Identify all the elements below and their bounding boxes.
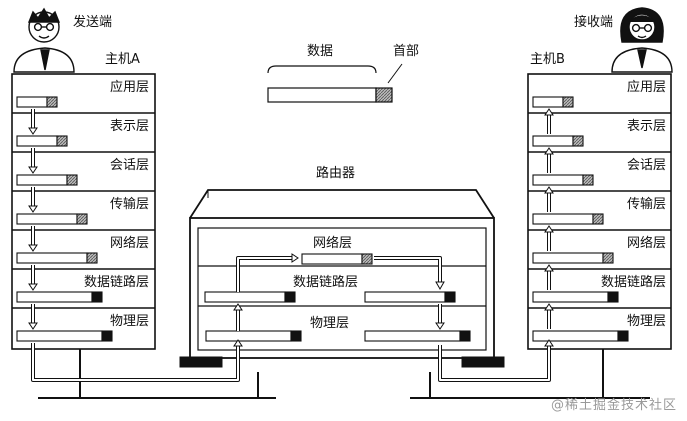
host-b-packet-1-header-0 (572, 135, 584, 147)
host-a-layer-presentation: 表示层 (109, 119, 149, 134)
host-a-packet-0-body (16, 96, 48, 108)
host-b-packet-4-body (532, 252, 604, 264)
sender-label: 发送端 (73, 15, 113, 30)
host-a-packet-1-body (16, 135, 58, 147)
router-up-pipe-core (237, 257, 292, 292)
router-network-packet-header-0 (361, 253, 373, 265)
router-box (179, 189, 505, 368)
router-layer-physical: 物理层 (310, 316, 350, 331)
host-b-packet-2-header-0 (582, 174, 594, 186)
receiver-person-icon (611, 7, 673, 73)
data-label: 数据 (307, 44, 334, 59)
host-a-layer-transport: 传输层 (109, 197, 149, 212)
host-b-layer-datalink: 数据链路层 (600, 275, 666, 290)
router-network-packet-body (301, 253, 363, 265)
router-label: 路由器 (316, 166, 356, 181)
host-b-packet-2-body (532, 174, 584, 186)
host-a-packet-5-body (16, 291, 93, 303)
router-out-datalink-packet-header-0 (444, 291, 456, 303)
cable-right-head (544, 339, 554, 347)
host-a-packet-2-header-0 (66, 174, 78, 186)
cable-left-head (233, 339, 243, 347)
host-b-packet-3-header-0 (592, 213, 604, 225)
host-a-arrow-4-head (28, 283, 38, 291)
router-up-pipe-outline (236, 256, 292, 292)
host-a-packet-5-header-0 (91, 291, 103, 303)
host-a-arrow-2-head (28, 205, 38, 213)
host-b-packet-6-header-0 (617, 330, 629, 342)
watermark: @稀土掘金技术社区 (550, 398, 677, 413)
host-b-arrow-2-head (544, 186, 554, 194)
sender-person-icon (13, 7, 75, 73)
host-b-layer-session: 会话层 (626, 158, 666, 173)
receiver-label: 接收端 (574, 15, 614, 30)
host-a-packet-2-body (16, 174, 68, 186)
host-a-layer-physical: 物理层 (109, 314, 149, 329)
packets-and-arrows (16, 96, 629, 382)
host-b-packet-5-header-0 (607, 291, 619, 303)
header-label: 首部 (393, 44, 420, 59)
router-down-head (435, 281, 445, 291)
router-up-head (291, 253, 299, 263)
router-out-physical-packet-body (364, 330, 461, 342)
host-a-label: 主机A (105, 52, 140, 67)
host-b-label: 主机B (530, 52, 565, 67)
host-b-packet-0-body (532, 96, 564, 108)
host-b-packet-3-body (532, 213, 594, 225)
host-b-arrow-0-head (544, 108, 554, 116)
router-layer-datalink: 数据链路层 (293, 275, 359, 290)
host-a-arrow-3-head (28, 244, 38, 252)
host-a-layer-network: 网络层 (109, 236, 149, 251)
host-a-layer-session: 会话层 (109, 158, 149, 173)
router-in-physical-packet-body (205, 330, 292, 342)
host-b-arrow-1-head (544, 147, 554, 155)
router-out-physical-packet-header-0 (459, 330, 471, 342)
host-a-packet-6-header-0 (101, 330, 113, 342)
cable-left-core (32, 343, 239, 381)
host-a-packet-4-header-0 (86, 252, 98, 264)
host-a-packet-1-header-0 (56, 135, 68, 147)
network-cables (38, 349, 650, 399)
host-a-layer-application: 应用层 (109, 80, 149, 95)
host-b-packet-1-body (532, 135, 574, 147)
router-out-datalink-packet-body (364, 291, 446, 303)
host-b-arrow-3-head (544, 225, 554, 233)
router-down-pipe-outline (374, 256, 442, 282)
router-down-arrow-2-head (435, 322, 445, 330)
host-b-layer-network: 网络层 (626, 236, 666, 251)
host-b-layer-physical: 物理层 (626, 314, 666, 329)
host-a-stack (11, 73, 156, 350)
cable-right-core (439, 345, 550, 381)
host-a-arrow-0-head (28, 127, 38, 135)
host-b-layer-presentation: 表示层 (626, 119, 666, 134)
host-a-packet-3-header-0 (76, 213, 88, 225)
host-b-arrow-4-head (544, 264, 554, 272)
packet-legend (267, 63, 403, 103)
host-b-arrow-5-head (544, 303, 554, 311)
host-a-arrow-5-head (28, 322, 38, 330)
host-a-packet-0-header-0 (46, 96, 58, 108)
router-down-pipe-core (374, 257, 441, 282)
router-in-datalink-packet-header-0 (284, 291, 296, 303)
host-b-packet-4-header-0 (602, 252, 614, 264)
router-layer-network: 网络层 (313, 236, 353, 251)
host-a-packet-4-body (16, 252, 88, 264)
host-a-arrow-1-head (28, 166, 38, 174)
host-a-packet-6-body (16, 330, 103, 342)
host-b-packet-6-body (532, 330, 619, 342)
host-b-packet-0-header-0 (562, 96, 574, 108)
router-up-arrow-1-head (233, 303, 243, 311)
host-b-packet-5-body (532, 291, 609, 303)
router-in-datalink-packet-body (204, 291, 286, 303)
host-a-layer-datalink: 数据链路层 (83, 275, 149, 290)
host-a-packet-3-body (16, 213, 78, 225)
host-b-layer-application: 应用层 (626, 80, 666, 95)
host-b-layer-transport: 传输层 (626, 197, 666, 212)
router-in-physical-packet-header-0 (290, 330, 302, 342)
